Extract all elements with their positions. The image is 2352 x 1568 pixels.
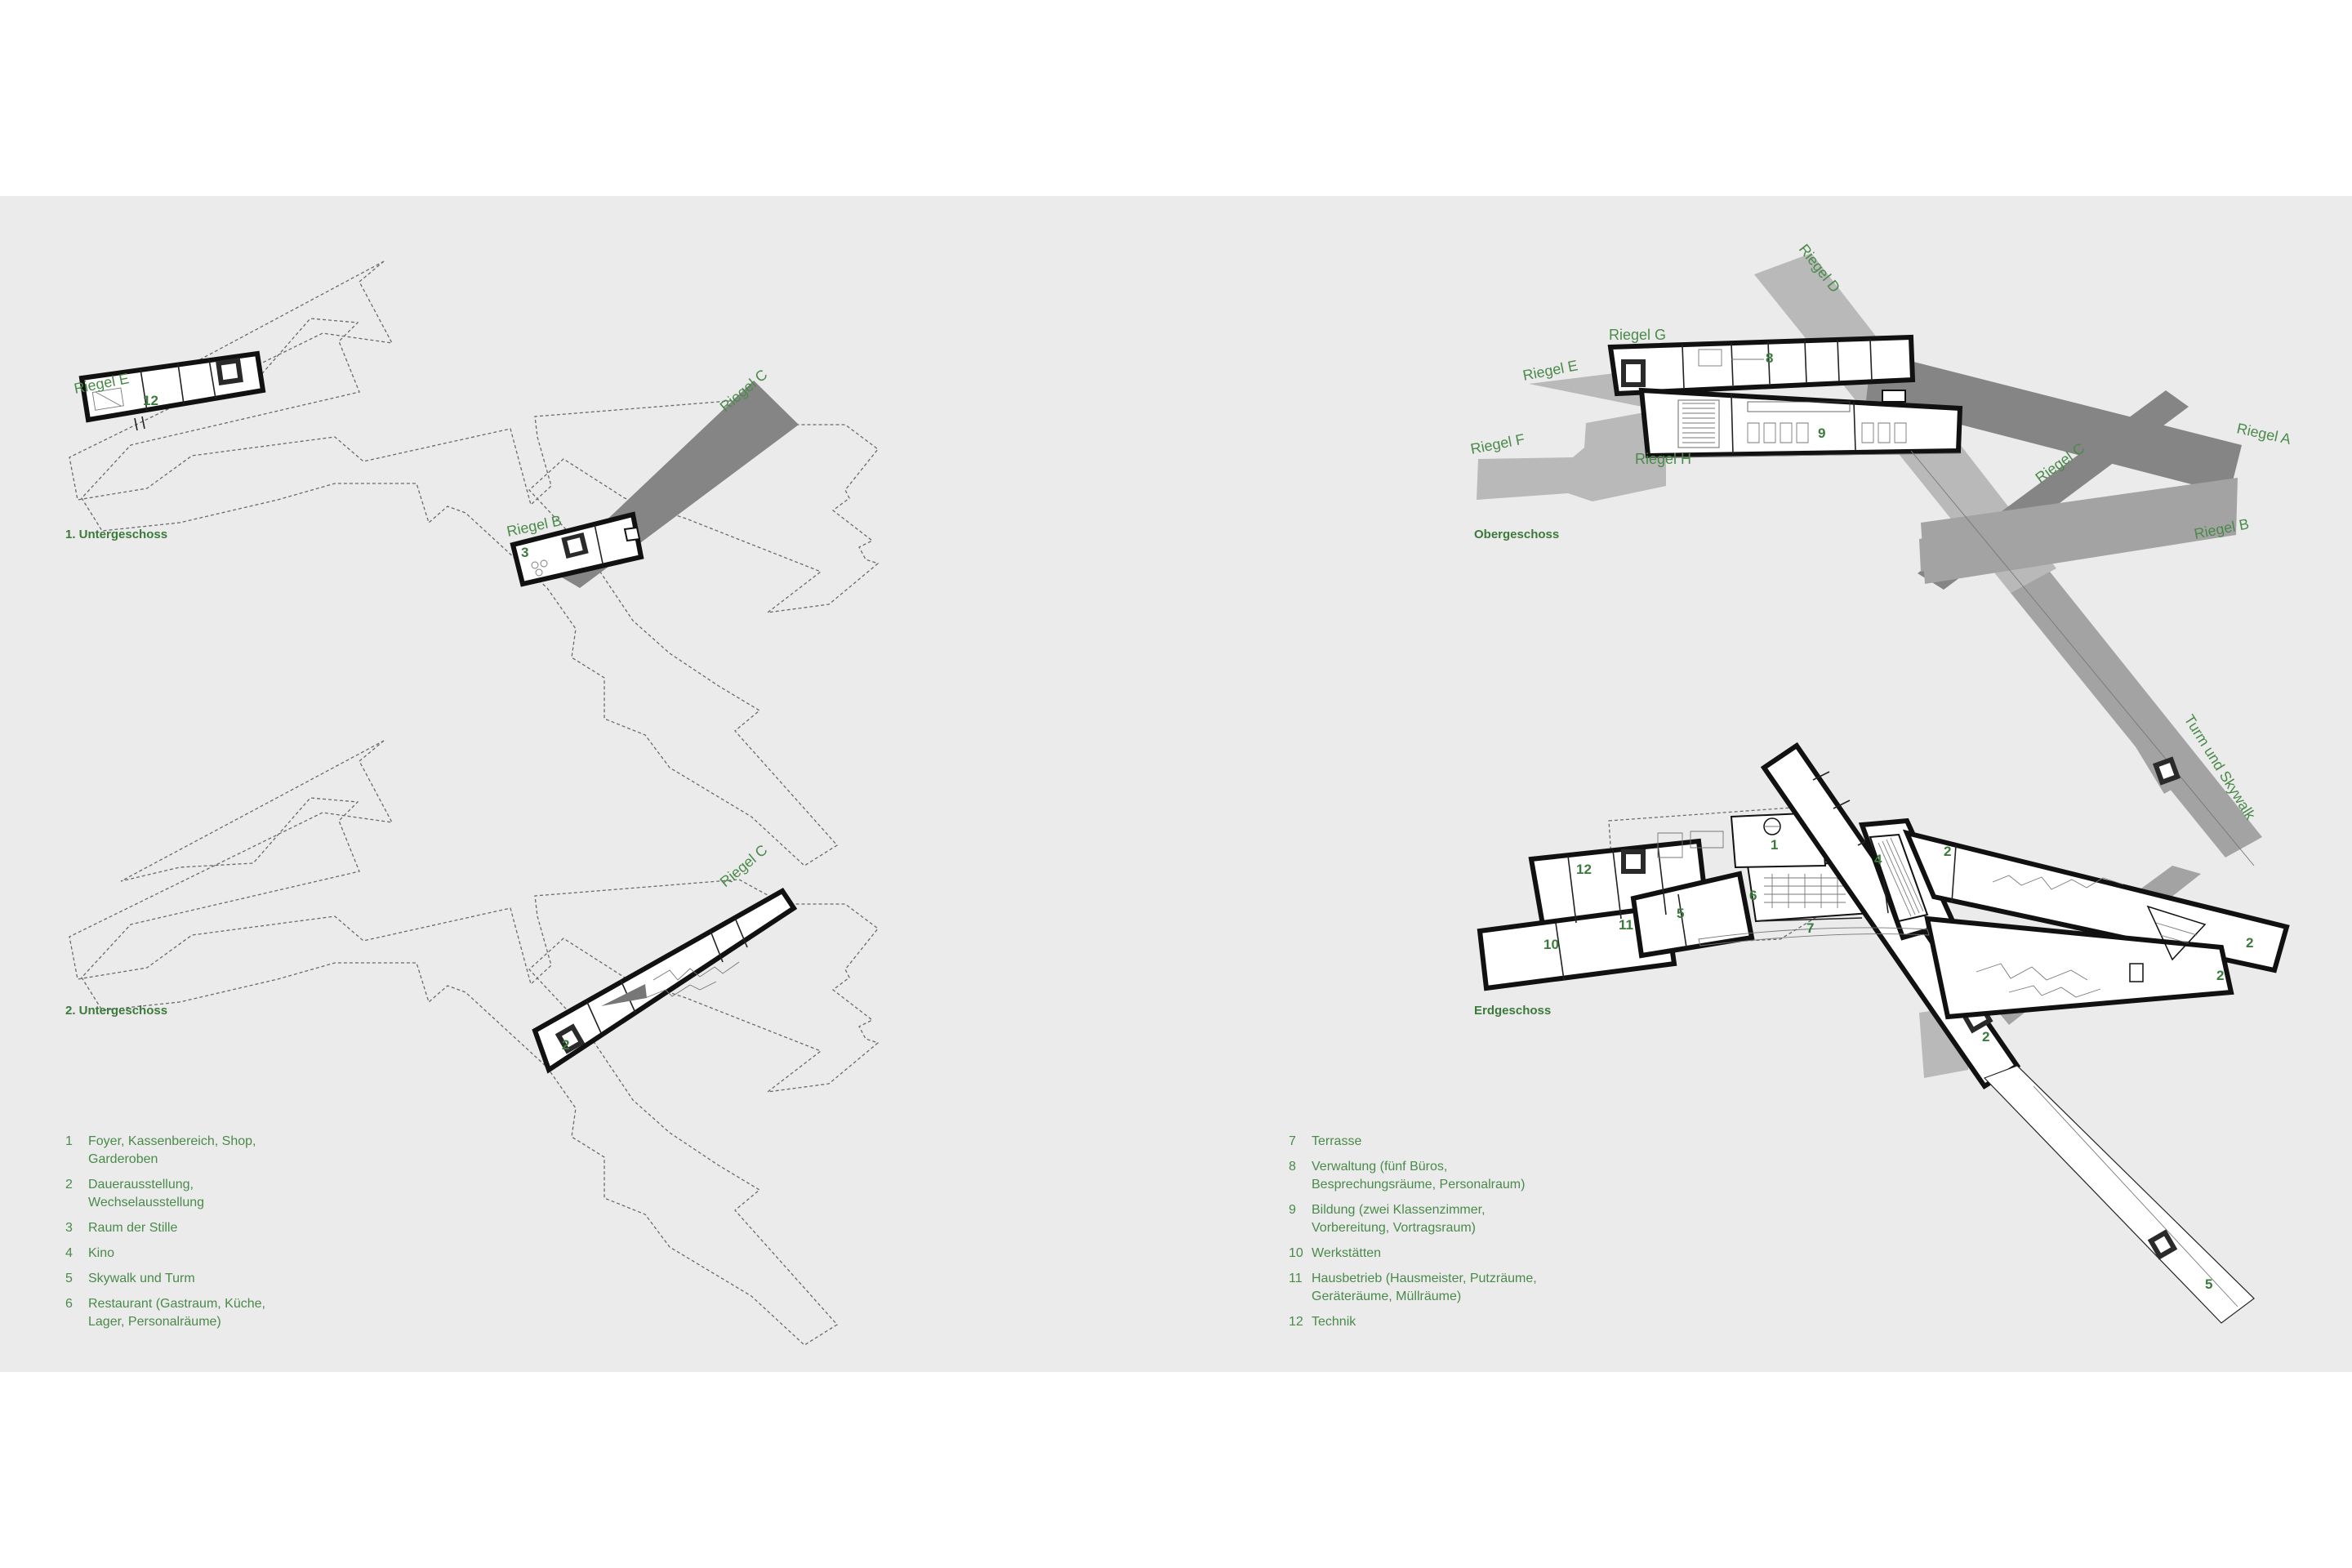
og-label-riegel-f: Riegel F: [1469, 431, 1526, 457]
room-number: 2: [2246, 935, 2253, 951]
room-number: 8: [1766, 350, 1773, 366]
legend-right: 7 Terrasse 8 Verwaltung (fünf Büros, Bespr…: [1289, 1133, 1537, 1339]
plan-ug2: [69, 740, 880, 1346]
room-number: 6: [1749, 888, 1757, 903]
og-skywalk-edge: [1910, 450, 2255, 866]
og-label-riegel-h: Riegel H: [1635, 451, 1691, 467]
room-number: 2: [562, 1037, 569, 1053]
legend-text: Skywalk und Turm: [88, 1272, 195, 1285]
ug2-building-outline: [69, 740, 880, 1346]
legend-text: Kino: [88, 1246, 115, 1260]
og-riegel-h-underline: [1647, 452, 1961, 458]
plan-ug1: [69, 261, 880, 866]
room-number: 3: [521, 545, 528, 560]
eg-west-block: [1477, 831, 1755, 991]
eg-exhibition-wing: [1858, 817, 2290, 1020]
legend-number: 11: [1289, 1272, 1303, 1285]
legend-item: 7 Terrasse: [1289, 1133, 1537, 1151]
eg-skywalk: [1983, 1065, 2255, 1324]
og-riegel-b-end: [1919, 523, 2011, 572]
room-number: 5: [2205, 1276, 2212, 1292]
legend-number: 12: [1289, 1315, 1303, 1329]
legend-item: 5 Skywalk und Turm: [65, 1270, 265, 1288]
legend-text: Technik: [1312, 1315, 1356, 1329]
floor-title-og: Obergeschoss: [1474, 528, 1560, 541]
floor-plans-drawing: Riegel E Riegel C Riegel B Riegel C Rieg…: [69, 241, 2292, 1346]
room-number: 1: [1771, 837, 1778, 853]
ug1-riegel-e: [78, 350, 266, 431]
legend-item: 1 Foyer, Kassenbereich, Shop, Garderoben: [65, 1133, 265, 1169]
room-number: 12: [1576, 862, 1592, 877]
legend-text: Dauerausstellung, Wechselausstellung: [88, 1178, 205, 1209]
room-number: 5: [1677, 906, 1684, 921]
legend-text: Bildung (zwei Klassenzimmer, Vorbereitun…: [1312, 1203, 1486, 1235]
ug1-building-outline: [69, 261, 880, 866]
room-number: 9: [1818, 425, 1825, 441]
legend-item: 10 Werkstätten: [1289, 1245, 1537, 1263]
legend-item: 11 Hausbetrieb (Hausmeister, Putzräume, G…: [1289, 1270, 1537, 1306]
legend-number: 8: [1289, 1160, 1296, 1174]
legend-number: 5: [65, 1272, 73, 1285]
legend-number: 3: [65, 1221, 73, 1235]
og-riegel-h: [1638, 387, 1963, 459]
legend-number: 2: [65, 1178, 73, 1192]
legend-text: Hausbetrieb (Hausmeister, Putzräume, Ger…: [1312, 1272, 1537, 1303]
legend-number: 7: [1289, 1134, 1296, 1148]
legend-item: 4 Kino: [65, 1245, 265, 1263]
plan-sheet: Riegel E Riegel C Riegel B Riegel C Rieg…: [0, 196, 2352, 1372]
legend-item: 9 Bildung (zwei Klassenzimmer, Vorbereitu…: [1289, 1201, 1537, 1237]
legend-item: 12 Technik: [1289, 1313, 1537, 1331]
plan-eg: [1477, 742, 2290, 1324]
og-label-riegel-a: Riegel A: [2235, 420, 2292, 448]
room-number: 2: [1944, 844, 1951, 859]
legend-text: Terrasse: [1312, 1134, 1362, 1148]
room-number: 12: [143, 393, 158, 408]
room-number: 2: [1982, 1029, 1989, 1045]
legend-number: 9: [1289, 1203, 1296, 1217]
og-skywalk-mass: [2011, 572, 2262, 858]
room-number: 2: [2216, 968, 2224, 983]
floor-title-ug2: 2. Untergeschoss: [65, 1004, 168, 1018]
legend-number: 1: [65, 1134, 73, 1148]
floor-title-eg: Erdgeschoss: [1474, 1004, 1552, 1018]
floor-title-ug1: 1. Untergeschoss: [65, 528, 168, 541]
room-number: 11: [1619, 917, 1633, 933]
legend-text: Verwaltung (fünf Büros, Besprechungsräum…: [1312, 1160, 1526, 1192]
legend-text: Werkstätten: [1312, 1246, 1382, 1260]
room-number: 10: [1544, 937, 1559, 952]
og-riegel-g: [1607, 334, 1916, 397]
og-label-riegel-g: Riegel G: [1609, 327, 1666, 343]
ug2-riegel-c: [532, 888, 798, 1074]
legend-item: 8 Verwaltung (fünf Büros, Besprechungsräu…: [1289, 1158, 1537, 1194]
room-number: 4: [1874, 852, 1882, 867]
ug2-label-riegel-c: Riegel C: [717, 841, 771, 890]
legend-number: 10: [1289, 1246, 1303, 1260]
room-number: 7: [1806, 920, 1814, 936]
legend-number: 4: [65, 1246, 73, 1260]
eg-terrace: [1698, 927, 1930, 947]
legend-text: Foyer, Kassenbereich, Shop, Garderoben: [88, 1134, 256, 1166]
legend-item: 2 Dauerausstellung, Wechselausstellung: [65, 1176, 265, 1212]
legend-text: Restaurant (Gastraum, Küche, Lager, Pers…: [88, 1297, 265, 1329]
og-riegel-a-mass: [1866, 351, 2242, 494]
legend-number: 6: [65, 1297, 73, 1311]
legend-item: 6 Restaurant (Gastraum, Küche, Lager, Per…: [65, 1295, 265, 1331]
legend-text: Raum der Stille: [88, 1221, 178, 1235]
plan-og: [1477, 253, 2262, 866]
ug1-riegel-b: [510, 511, 644, 587]
legend-item: 3 Raum der Stille: [65, 1219, 265, 1237]
og-riegel-b-mass: [1921, 478, 2238, 584]
